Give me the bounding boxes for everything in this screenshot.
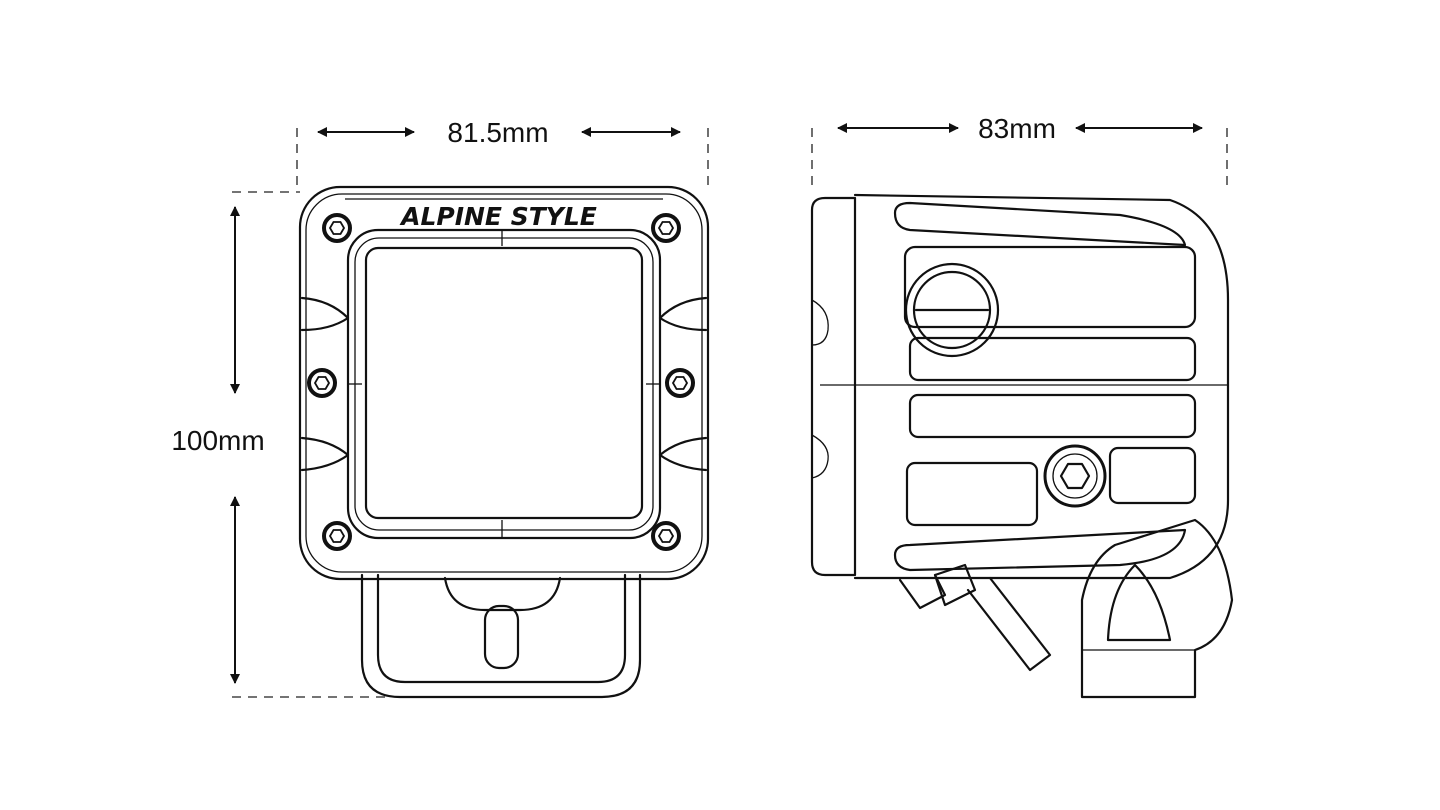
side-depth-dimension: 83mm (811, 113, 1228, 190)
front-width-dimension: 81.5mm (296, 117, 709, 190)
brand-logo: ALPINE STYLE (399, 202, 597, 231)
height-label: 100mm (171, 425, 264, 456)
front-width-label: 81.5mm (447, 117, 548, 148)
side-view (810, 193, 1234, 699)
height-dimension: 100mm (171, 191, 388, 698)
side-depth-label: 83mm (978, 113, 1056, 144)
front-view: ALPINE STYLE (298, 185, 710, 699)
bolt-icons (307, 213, 695, 551)
